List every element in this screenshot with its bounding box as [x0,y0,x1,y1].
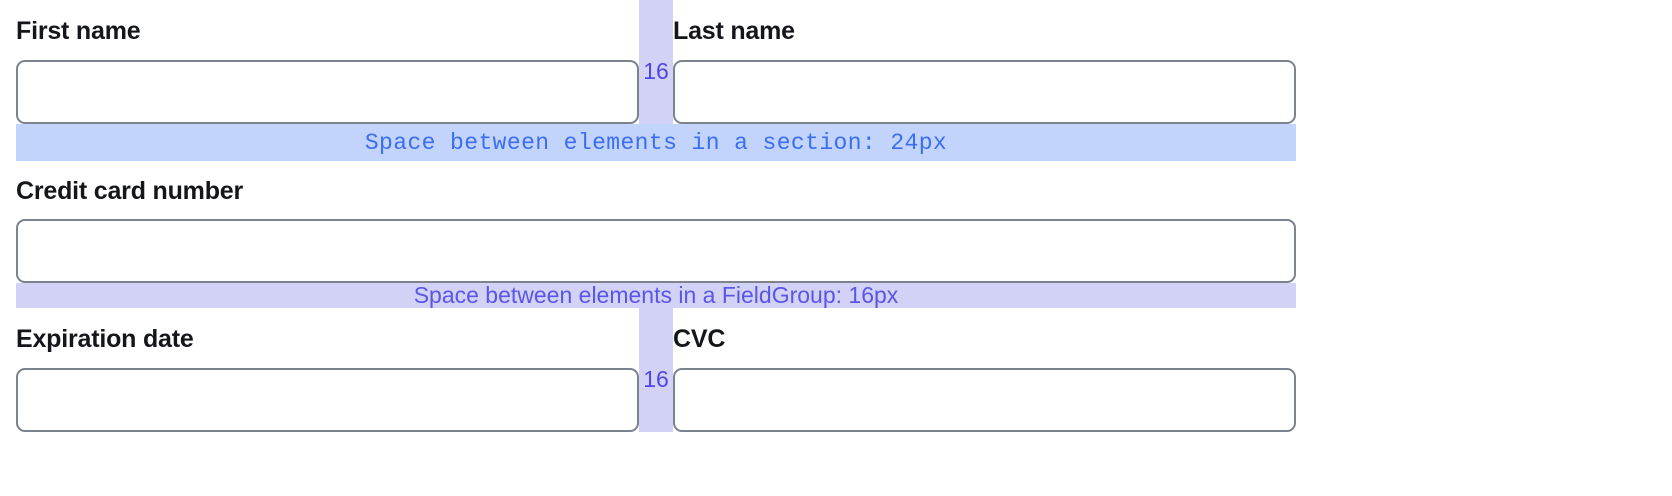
field-group-cvc: CVC [673,308,1296,432]
input-first-name[interactable] [16,60,639,124]
column-gap-label: 16 [643,58,669,84]
input-credit-card-number[interactable] [16,219,1296,283]
fieldgroup-spacing-label: Space between elements in a FieldGroup: … [413,282,899,308]
field-group-last-name: Last name [673,0,1296,124]
column-gap-marker-name-row: 16 [639,0,673,124]
fieldgroup-spacing-band: Space between elements in a FieldGroup: … [16,282,1296,308]
column-gap-label: 16 [643,366,669,392]
label-first-name: First name [16,17,141,45]
label-credit-card-number: Credit card number [16,177,244,205]
section-spacing-label: Space between elements in a section: 24p… [364,129,948,156]
field-group-expiration-date: Expiration date [16,308,639,432]
input-expiration-date[interactable] [16,368,639,432]
field-row-name: First name 16 Last name [16,0,1296,124]
column-gap-marker-expiry-row: 16 [639,308,673,432]
form-content: First name 16 Last name Space between el… [16,0,1296,496]
label-cvc: CVC [673,325,726,353]
input-last-name[interactable] [673,60,1296,124]
field-row-expiry-cvc: Expiration date 16 CVC [16,308,1296,432]
label-last-name: Last name [673,17,795,45]
input-cvc[interactable] [673,368,1296,432]
field-group-credit-card-number: Credit card number [16,161,1296,283]
field-group-first-name: First name [16,0,639,124]
label-expiration-date: Expiration date [16,325,194,353]
section-spacing-band: Space between elements in a section: 24p… [16,124,1296,161]
